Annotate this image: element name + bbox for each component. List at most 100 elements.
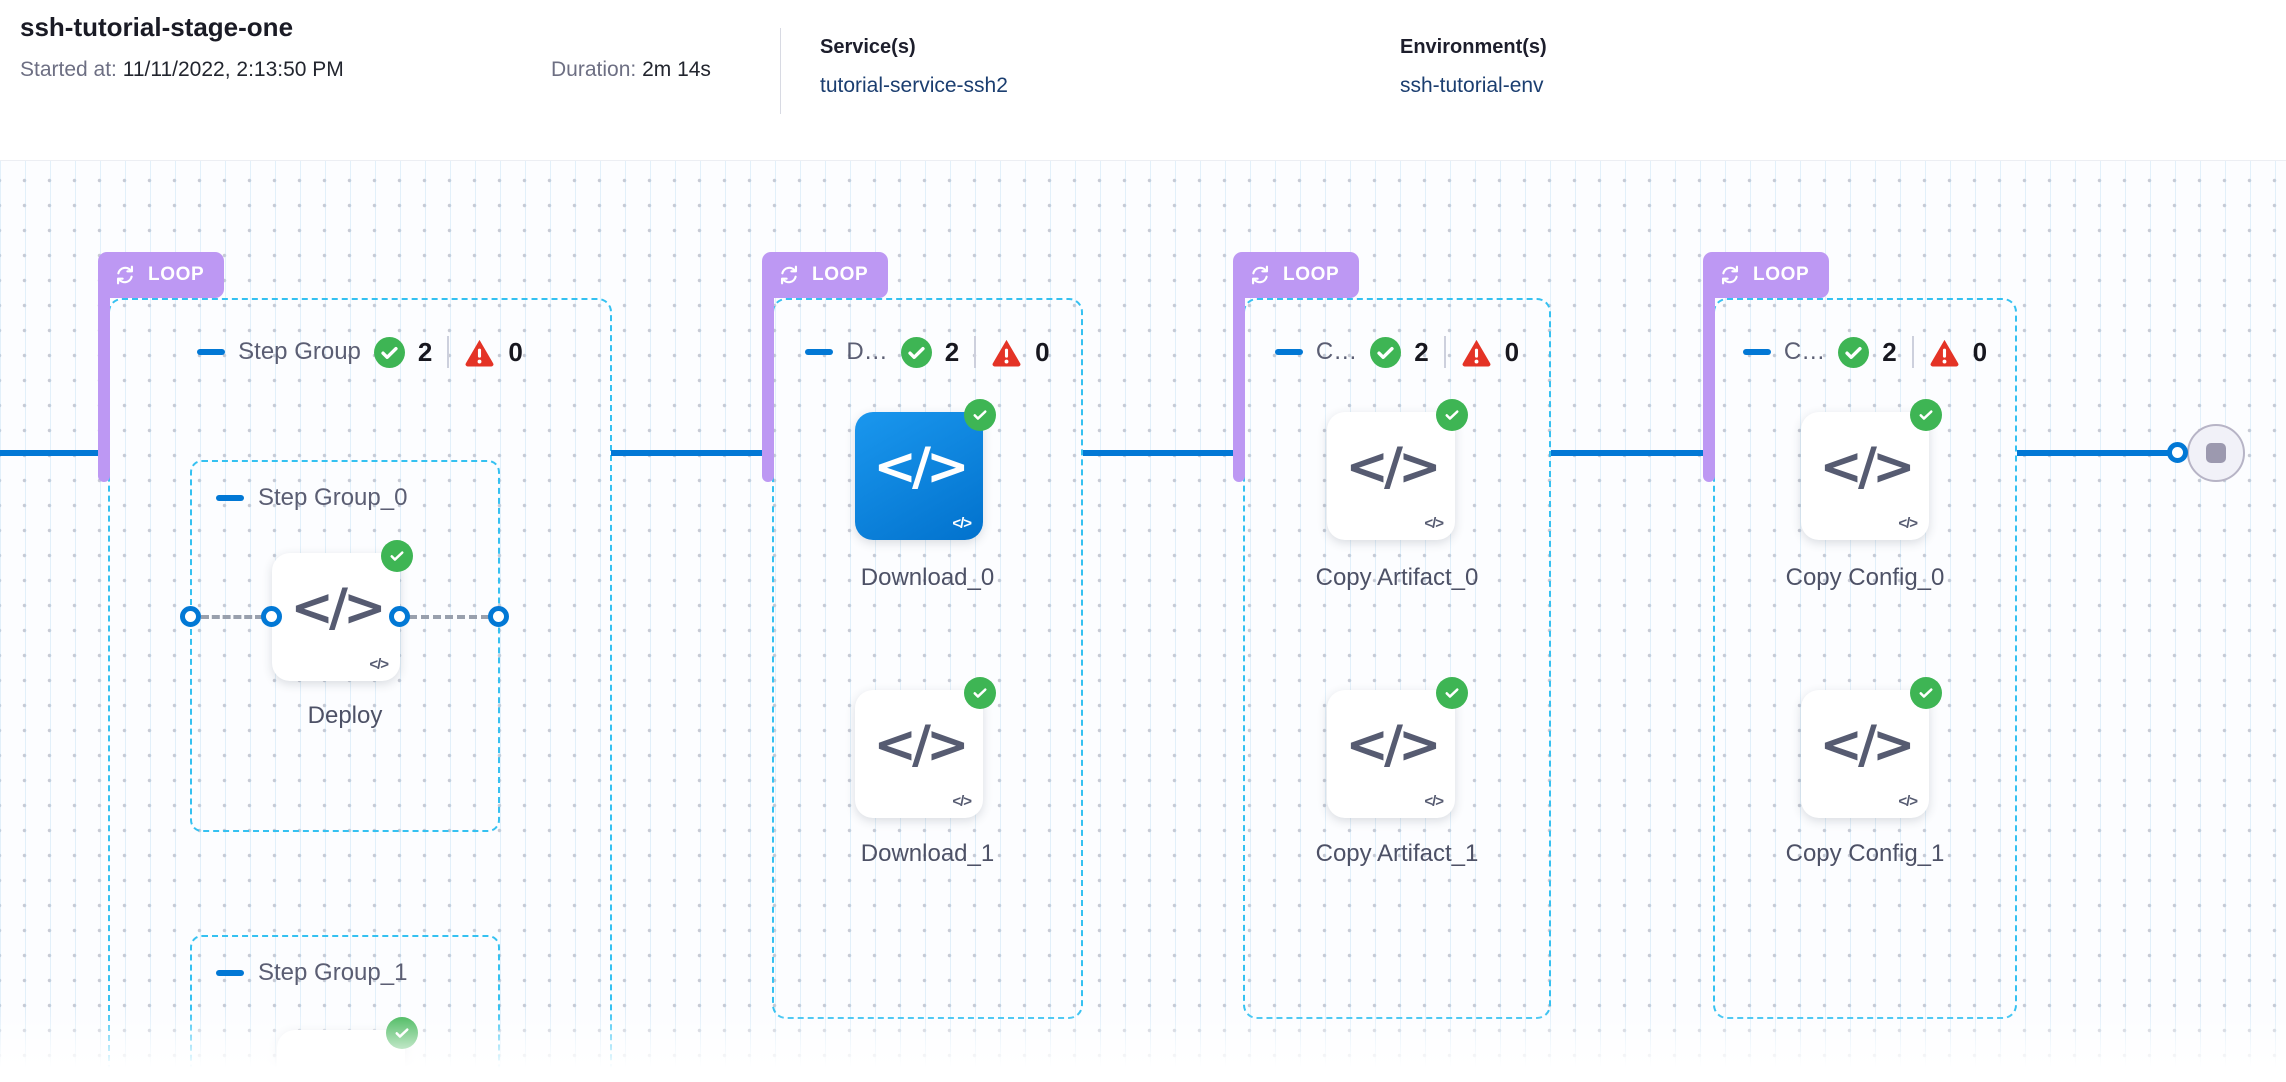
code-mini-icon: </> bbox=[952, 793, 972, 810]
stage-title: ssh-tutorial-stage-one bbox=[20, 12, 294, 42]
pipeline-canvas[interactable]: LOOP Step Group 2 0 Step Group_0 bbox=[0, 160, 2286, 1082]
success-badge-icon bbox=[1436, 677, 1468, 709]
group-label: D… bbox=[846, 338, 888, 365]
copy-config-group-container[interactable] bbox=[1713, 298, 2017, 1019]
count-divider bbox=[447, 336, 450, 368]
loop-badge: LOOP bbox=[1233, 252, 1360, 298]
success-count-icon bbox=[900, 336, 932, 368]
loop-badge-label: LOOP bbox=[1753, 264, 1810, 285]
download-group-container[interactable] bbox=[772, 298, 1083, 1019]
loop-icon bbox=[1251, 265, 1269, 285]
started-at-label: Started at: bbox=[20, 58, 117, 81]
loop-badge: LOOP bbox=[1703, 252, 1830, 298]
header-divider bbox=[780, 28, 781, 114]
code-mini-icon: </> bbox=[1898, 515, 1918, 532]
success-count-icon bbox=[1370, 336, 1402, 368]
connector-dashed bbox=[409, 615, 489, 619]
step-group-container[interactable] bbox=[108, 298, 612, 1082]
pipeline-edge bbox=[0, 450, 108, 456]
step-node-copy-artifact-1[interactable]: </> </> bbox=[1327, 677, 1468, 818]
loop-strip bbox=[762, 296, 774, 482]
loop-icon bbox=[780, 265, 798, 285]
step-node-download-1[interactable]: </> </> bbox=[855, 677, 996, 818]
collapse-dash-icon[interactable] bbox=[805, 349, 834, 355]
code-icon: </> bbox=[1345, 715, 1441, 775]
fail-count: 0 bbox=[508, 336, 523, 367]
loop-badge-label: LOOP bbox=[812, 264, 869, 285]
success-count-icon bbox=[373, 336, 405, 368]
service-link[interactable]: tutorial-service-ssh2 bbox=[820, 74, 1008, 97]
loop-strip bbox=[1703, 296, 1715, 482]
success-count: 2 bbox=[417, 336, 433, 367]
environment-link[interactable]: ssh-tutorial-env bbox=[1400, 74, 1544, 97]
loop-badge: LOOP bbox=[762, 252, 889, 298]
code-mini-icon: </> bbox=[952, 515, 972, 532]
success-count: 2 bbox=[944, 336, 960, 367]
step-node-partial[interactable]: </> bbox=[277, 1017, 418, 1082]
copy-config-group-header: C… 2 0 bbox=[1713, 332, 2017, 372]
loop-badge: LOOP bbox=[98, 252, 225, 298]
step-label: Copy Artifact_0 bbox=[1315, 564, 1479, 591]
success-count: 2 bbox=[1882, 336, 1897, 367]
pipeline-edge bbox=[2017, 450, 2178, 456]
code-icon: </> bbox=[873, 437, 969, 497]
count-divider bbox=[1443, 336, 1446, 368]
loop-badge-label: LOOP bbox=[1283, 264, 1340, 285]
loop-icon bbox=[1721, 265, 1739, 285]
loop-badge-label: LOOP bbox=[148, 264, 205, 285]
inner-step-group-0[interactable] bbox=[190, 460, 500, 832]
group-label: Step Group_0 bbox=[258, 484, 408, 511]
connection-port[interactable] bbox=[2167, 442, 2188, 463]
stage-header: ssh-tutorial-stage-one Started at: 11/11… bbox=[0, 0, 2286, 161]
started-at-value: 11/11/2022, 2:13:50 PM bbox=[122, 58, 344, 81]
copy-artifact-group-container[interactable] bbox=[1243, 298, 1551, 1019]
fail-count: 0 bbox=[1972, 336, 1988, 367]
collapse-dash-icon[interactable] bbox=[1742, 349, 1771, 355]
code-icon: </> bbox=[1819, 437, 1915, 497]
step-label: Copy Config_0 bbox=[1785, 564, 1945, 591]
started-at: Started at: 11/11/2022, 2:13:50 PM bbox=[20, 58, 344, 82]
step-node-copy-config-0[interactable]: </> </> bbox=[1801, 399, 1942, 540]
code-icon: </> bbox=[290, 578, 386, 638]
success-count: 2 bbox=[1414, 336, 1429, 367]
step-node-download-0[interactable]: </> </> bbox=[855, 399, 996, 540]
group-label: Step Group bbox=[238, 338, 361, 365]
fail-count-icon bbox=[991, 337, 1022, 368]
loop-strip bbox=[98, 296, 110, 482]
inner-step-group-0-header: Step Group_0 bbox=[216, 482, 407, 514]
count-divider bbox=[974, 336, 977, 368]
code-mini-icon: </> bbox=[1424, 793, 1444, 810]
success-badge-icon bbox=[1910, 677, 1942, 709]
inner-step-group-1-header: Step Group_1 bbox=[216, 957, 407, 989]
step-node-deploy[interactable]: </> </> bbox=[272, 540, 413, 681]
step-label: Deploy bbox=[307, 702, 383, 729]
step-node-copy-artifact-0[interactable]: </> </> bbox=[1327, 399, 1468, 540]
connection-port[interactable] bbox=[261, 606, 282, 627]
group-label: C… bbox=[1315, 338, 1358, 365]
inner-step-group-1[interactable] bbox=[190, 935, 500, 1082]
count-divider bbox=[1911, 336, 1914, 368]
step-node-copy-config-1[interactable]: </> </> bbox=[1801, 677, 1942, 818]
group-label: Step Group_1 bbox=[258, 959, 408, 986]
loop-icon bbox=[116, 265, 134, 285]
pipeline-edge bbox=[1083, 450, 1243, 456]
code-icon: </> bbox=[873, 715, 969, 775]
pipeline-end-node[interactable] bbox=[2187, 424, 2245, 482]
connection-port[interactable] bbox=[180, 606, 201, 627]
code-mini-icon: </> bbox=[369, 656, 389, 673]
duration-value: 2m 14s bbox=[642, 58, 711, 81]
fail-count-icon bbox=[1461, 337, 1492, 368]
collapse-dash-icon[interactable] bbox=[1274, 349, 1303, 355]
pipeline-edge bbox=[1551, 450, 1713, 456]
collapse-dash-icon[interactable] bbox=[216, 495, 244, 501]
fail-count: 0 bbox=[1035, 336, 1050, 367]
connection-port[interactable] bbox=[488, 606, 509, 627]
code-mini-icon: </> bbox=[1424, 515, 1444, 532]
environments-label: Environment(s) bbox=[1400, 36, 1547, 58]
collapse-dash-icon[interactable] bbox=[197, 349, 226, 355]
connection-port[interactable] bbox=[389, 606, 410, 627]
code-icon: </> bbox=[1345, 437, 1441, 497]
collapse-dash-icon[interactable] bbox=[216, 970, 244, 976]
connector-dashed bbox=[201, 615, 263, 619]
success-badge-icon bbox=[381, 540, 413, 572]
